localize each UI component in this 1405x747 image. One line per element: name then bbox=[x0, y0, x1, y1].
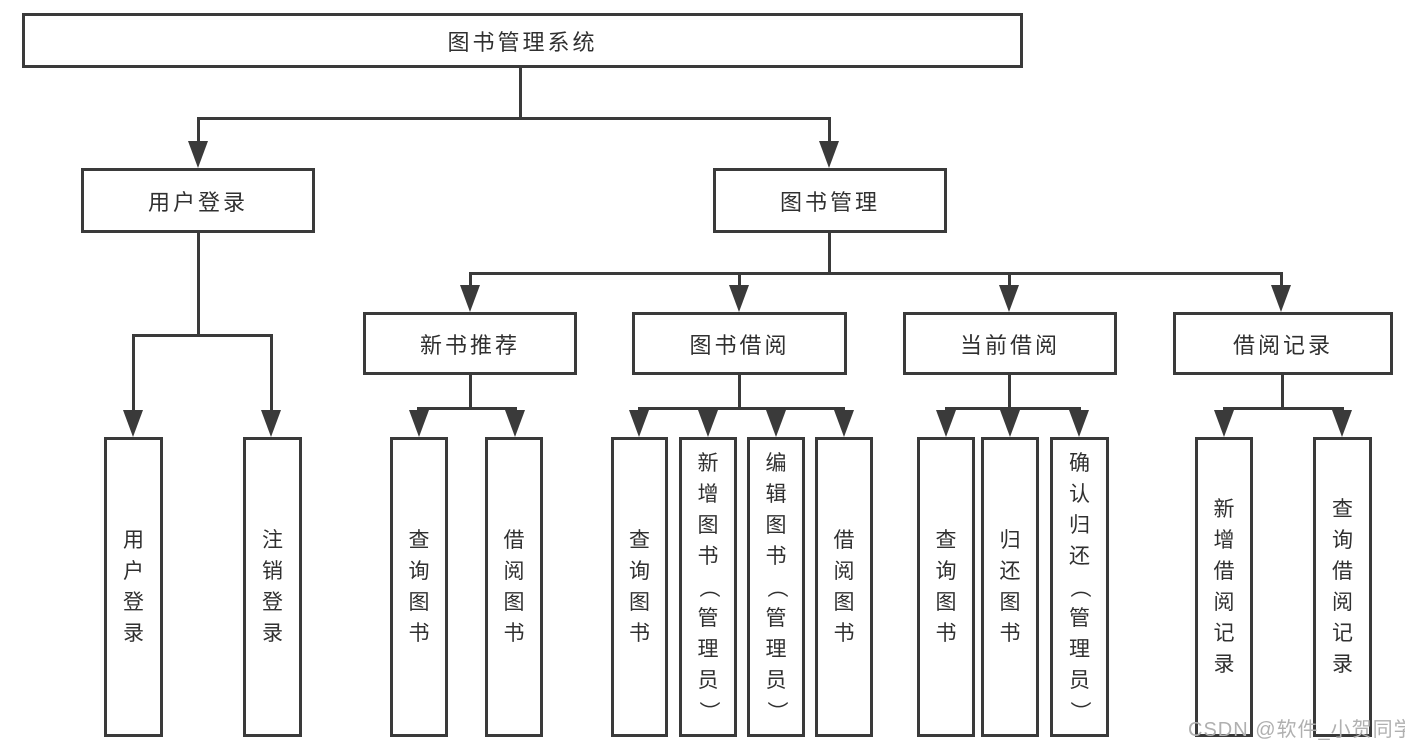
node-query-borrow-record: 查询借阅记录 bbox=[1313, 437, 1372, 737]
arrow-to-confirm-return-admin bbox=[1069, 410, 1089, 437]
connector-userlogin-hline bbox=[132, 334, 273, 337]
arrow-to-query-borrow-record bbox=[1332, 410, 1352, 437]
arrow-to-return-books bbox=[1000, 410, 1020, 437]
connector-current-trunk bbox=[1008, 375, 1011, 410]
node-add-borrow-record: 新增借阅记录 bbox=[1195, 437, 1253, 737]
arrow-to-query-books-current bbox=[936, 410, 956, 437]
arrow-to-edit-books-admin bbox=[766, 410, 786, 437]
arrow-to-book-management bbox=[819, 141, 839, 168]
node-query-books-current: 查询图书 bbox=[917, 437, 975, 737]
node-current-borrowing: 当前借阅 bbox=[903, 312, 1117, 375]
arrow-to-book-borrowing bbox=[729, 285, 749, 312]
node-leaf-user-login: 用户登录 bbox=[104, 437, 163, 737]
arrow-to-borrowing-records bbox=[1271, 285, 1291, 312]
node-book-borrowing: 图书借阅 bbox=[632, 312, 847, 375]
arrow-to-current-borrowing bbox=[999, 285, 1019, 312]
connector-bookmgmt-stem-2 bbox=[738, 272, 741, 286]
connector-root-hline bbox=[197, 117, 831, 120]
node-new-book-recommend: 新书推荐 bbox=[363, 312, 577, 375]
connector-root-trunk bbox=[519, 68, 522, 120]
connector-borrowing-trunk bbox=[738, 375, 741, 410]
node-library-system: 图书管理系统 bbox=[22, 13, 1023, 68]
connector-root-stem-right bbox=[828, 117, 831, 145]
arrow-to-leaf-user-login bbox=[123, 410, 143, 437]
node-leaf-logout: 注销登录 bbox=[243, 437, 302, 737]
connector-bookmgmt-stem-1 bbox=[469, 272, 472, 286]
node-add-books-admin: 新增图书（管理员） bbox=[679, 437, 737, 737]
connector-recommend-trunk bbox=[469, 375, 472, 410]
connector-records-hline bbox=[1223, 407, 1344, 410]
arrow-to-add-borrow-record bbox=[1214, 410, 1234, 437]
connector-bookmgmt-trunk bbox=[828, 233, 831, 275]
arrow-to-user-login bbox=[188, 141, 208, 168]
connector-bookmgmt-hline bbox=[469, 272, 1283, 275]
arrow-to-borrow-books-borrowing bbox=[834, 410, 854, 437]
arrow-to-query-books-recommend bbox=[409, 410, 429, 437]
node-user-login: 用户登录 bbox=[81, 168, 315, 233]
arrow-to-new-book-recommend bbox=[460, 285, 480, 312]
connector-current-hline bbox=[945, 407, 1081, 410]
connector-borrowing-hline bbox=[638, 407, 845, 410]
connector-userlogin-trunk bbox=[197, 233, 200, 336]
node-return-books: 归还图书 bbox=[981, 437, 1039, 737]
node-query-books-borrowing: 查询图书 bbox=[611, 437, 668, 737]
arrow-to-leaf-logout bbox=[261, 410, 281, 437]
connector-bookmgmt-stem-4 bbox=[1280, 272, 1283, 286]
connector-root-stem-left bbox=[197, 117, 200, 145]
node-borrow-books-recommend: 借阅图书 bbox=[485, 437, 543, 737]
node-confirm-return-admin: 确认归还（管理员） bbox=[1050, 437, 1109, 737]
node-book-management: 图书管理 bbox=[713, 168, 947, 233]
connector-recommend-hline bbox=[417, 407, 517, 410]
node-query-books-recommend: 查询图书 bbox=[390, 437, 448, 737]
connector-userlogin-stem-right bbox=[270, 334, 273, 411]
connector-bookmgmt-stem-3 bbox=[1008, 272, 1011, 286]
arrow-to-query-books-borrowing bbox=[629, 410, 649, 437]
node-borrowing-records: 借阅记录 bbox=[1173, 312, 1393, 375]
connector-userlogin-stem-left bbox=[132, 334, 135, 411]
arrow-to-borrow-books-recommend bbox=[505, 410, 525, 437]
connector-records-trunk bbox=[1281, 375, 1284, 410]
node-borrow-books-borrowing: 借阅图书 bbox=[815, 437, 873, 737]
csdn-watermark: CSDN @软件_小贺同学 bbox=[1188, 719, 1405, 741]
node-edit-books-admin: 编辑图书（管理员） bbox=[747, 437, 805, 737]
arrow-to-add-books-admin bbox=[698, 410, 718, 437]
